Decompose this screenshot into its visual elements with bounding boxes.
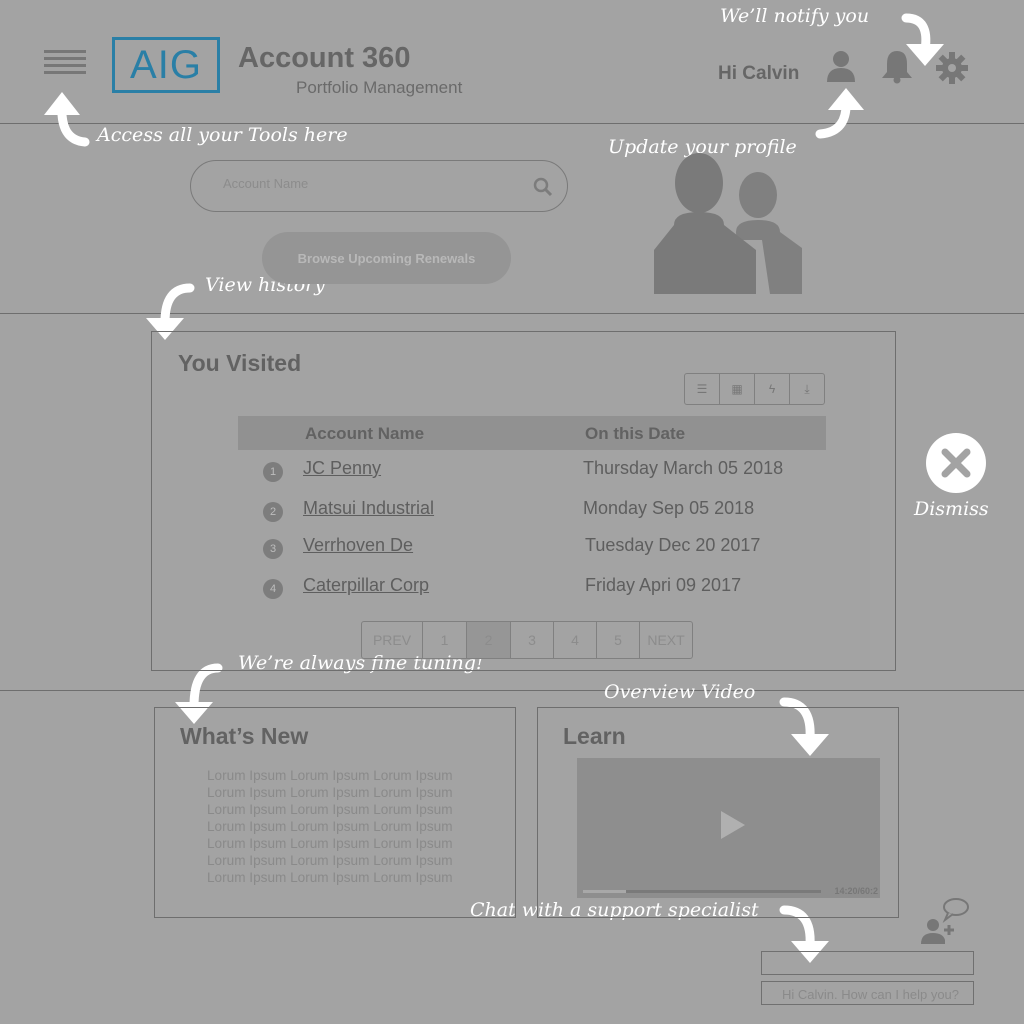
visit-date: Friday Apri 09 2017 (585, 575, 742, 595)
user-icon[interactable] (824, 48, 858, 84)
annotation-profile: Update your profile (608, 136, 797, 158)
table-row: 1 JC Penny Thursday March 05 2018 (238, 456, 826, 486)
overview-video-player[interactable]: 14:20/60:2 (577, 758, 880, 898)
gear-icon[interactable] (934, 50, 970, 86)
list-icon[interactable]: ☰ (685, 374, 720, 404)
visit-date: Tuesday Dec 20 2017 (585, 535, 761, 555)
greeting: Hi Calvin (718, 63, 800, 84)
video-time: 14:20/60:2 (834, 886, 878, 896)
download-icon[interactable]: ⤓ (804, 381, 810, 396)
row-number: 2 (263, 502, 283, 522)
annotation-tools: Access all your Tools here (97, 124, 348, 146)
table-row: 4 Caterpillar Corp Friday Apri 09 2017 (238, 573, 826, 603)
header-divider (0, 123, 1024, 124)
annotation-chat: Chat with a support specialist (470, 899, 759, 921)
visited-divider (0, 690, 1024, 691)
menu-icon[interactable] (44, 50, 86, 82)
news-line: Lorum Ipsum Lorum Ipsum Lorum Ipsum (207, 768, 453, 783)
chat-input-box (761, 981, 975, 1006)
search-divider (0, 313, 1024, 314)
search-input[interactable] (221, 175, 525, 192)
learn-title: Learn (563, 723, 626, 749)
chat-specialist-icon[interactable] (918, 896, 972, 944)
row-number: 3 (263, 539, 283, 559)
pagination: PREV 1 2 3 4 5 NEXT (361, 621, 693, 659)
row-number: 1 (263, 462, 283, 482)
account-link[interactable]: Caterpillar Corp (303, 575, 430, 595)
visited-panel (151, 331, 896, 671)
browse-renewals-button[interactable]: Browse Upcoming Renewals (262, 232, 511, 284)
profile-silhouette-icon[interactable] (652, 150, 804, 295)
column-account-name: Account Name (305, 424, 425, 443)
view-toolbar: ☰ ▦ ϟ ⤓ (684, 373, 825, 405)
chat-input[interactable] (766, 982, 975, 1006)
row-number: 4 (263, 579, 283, 599)
chat-message-area (761, 951, 974, 975)
lightning-icon[interactable]: ϟ (755, 374, 790, 404)
arrow-profile-icon (815, 95, 851, 139)
arrow-notify-icon (901, 13, 931, 55)
pager-next[interactable]: NEXT (647, 632, 685, 648)
whats-new-panel (154, 707, 516, 918)
app-title: Account 360 (238, 42, 411, 74)
news-line: Lorum Ipsum Lorum Ipsum Lorum Ipsum (207, 853, 453, 868)
video-progress-track[interactable] (583, 890, 821, 893)
table-header: Account Name On this Date (238, 416, 826, 450)
whats-new-text: Lorum Ipsum Lorum Ipsum Lorum Ipsum Loru… (207, 767, 477, 886)
news-line: Lorum Ipsum Lorum Ipsum Lorum Ipsum (207, 836, 453, 851)
bell-icon[interactable] (880, 48, 914, 84)
news-line: Lorum Ipsum Lorum Ipsum Lorum Ipsum (207, 802, 453, 817)
grid-icon[interactable]: ▦ (720, 374, 755, 404)
pager-page-5[interactable]: 5 (597, 622, 640, 658)
account-link[interactable]: Verrhoven De (303, 535, 414, 555)
app-subtitle: Portfolio Management (296, 78, 463, 97)
pager-prev[interactable]: PREV (362, 622, 423, 658)
learn-panel (537, 707, 899, 918)
account-link[interactable]: JC Penny (303, 458, 382, 478)
column-date: On this Date (585, 424, 686, 443)
pager-page-1[interactable]: 1 (423, 622, 467, 658)
table-row: 2 Matsui Industrial Monday Sep 05 2018 (238, 496, 826, 526)
video-progress-fill (583, 890, 626, 893)
annotation-overview-video: Overview Video (604, 681, 756, 703)
dismiss-icon[interactable] (926, 433, 986, 493)
news-line: Lorum Ipsum Lorum Ipsum Lorum Ipsum (207, 870, 453, 885)
annotation-dismiss: Dismiss (914, 498, 989, 520)
visited-title: You Visited (178, 350, 302, 376)
pager-page-2[interactable]: 2 (467, 622, 511, 658)
arrow-history-icon (160, 283, 195, 327)
aig-logo: AIG (112, 37, 220, 93)
table-row: 3 Verrhoven De Tuesday Dec 20 2017 (238, 533, 826, 563)
pager-page-4[interactable]: 4 (554, 622, 597, 658)
news-line: Lorum Ipsum Lorum Ipsum Lorum Ipsum (207, 785, 453, 800)
visit-date: Thursday March 05 2018 (583, 458, 784, 478)
visit-date: Monday Sep 05 2018 (583, 498, 755, 518)
arrow-fine-tuning-icon (189, 663, 223, 711)
news-line: Lorum Ipsum Lorum Ipsum Lorum Ipsum (207, 819, 453, 834)
whats-new-title: What’s New (180, 723, 309, 749)
play-icon[interactable] (717, 808, 747, 842)
annotation-notify: We’ll notify you (720, 5, 870, 27)
account-search (190, 160, 568, 212)
search-icon[interactable] (533, 177, 553, 197)
account-link[interactable]: Matsui Industrial (303, 498, 435, 518)
pager-page-3[interactable]: 3 (511, 622, 554, 658)
